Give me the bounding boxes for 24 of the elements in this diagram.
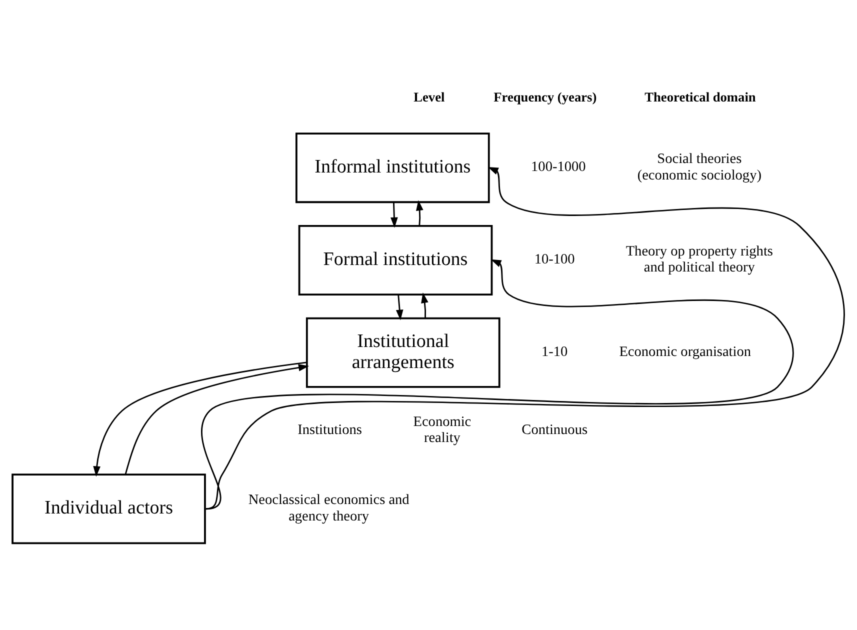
label: Economic reality	[413, 414, 472, 446]
label: Institutions	[298, 422, 362, 438]
node-box: Informal institutions	[295, 132, 490, 203]
label: 100-1000	[531, 158, 586, 175]
label: Neoclassical economics and agency theory	[248, 492, 410, 524]
label: Level	[414, 88, 445, 104]
label: Continuous	[522, 422, 588, 438]
arrow	[201, 258, 794, 510]
arrow	[93, 361, 307, 476]
node-box: Formal institutions	[298, 224, 493, 295]
label: Social theories (economic sociology)	[637, 150, 762, 183]
node-box: Individual actors	[12, 473, 206, 544]
node-box: Institutional arrangements	[306, 316, 500, 388]
label: Theory op property rights and political theory	[626, 242, 773, 276]
label: Frequency (years)	[494, 88, 597, 104]
arrow	[396, 294, 404, 320]
label: Theoretical domain	[644, 88, 756, 104]
arrow	[416, 200, 424, 226]
label: Economic organisation	[619, 343, 752, 360]
label: 1-10	[542, 343, 568, 360]
arrow	[421, 292, 428, 318]
arrow	[390, 202, 398, 228]
arrow	[124, 364, 310, 474]
label: 10-100	[534, 251, 575, 268]
